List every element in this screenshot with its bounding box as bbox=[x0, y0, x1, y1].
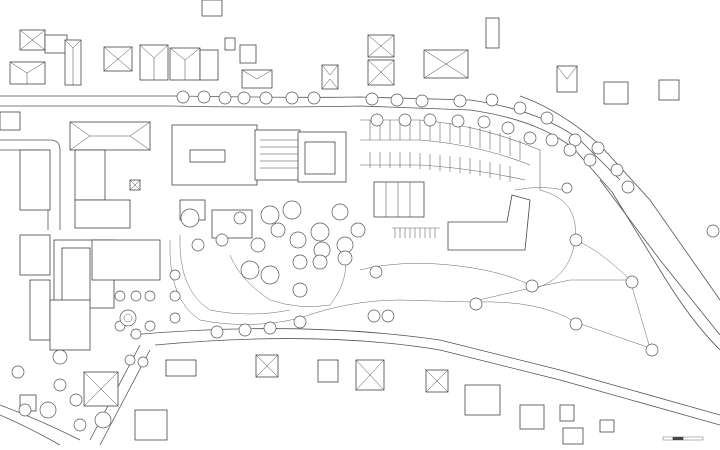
scale-bar bbox=[662, 436, 704, 441]
houses-south bbox=[19, 354, 615, 445]
east-road-edge bbox=[599, 179, 720, 336]
east-road-inner bbox=[611, 191, 720, 351]
south-road bbox=[129, 328, 720, 416]
trees bbox=[11, 90, 720, 432]
southwest-road bbox=[0, 404, 81, 441]
south-road-edge bbox=[154, 338, 720, 426]
houses-north bbox=[0, 0, 680, 131]
west-lane bbox=[0, 139, 61, 230]
southwest-road-edge bbox=[0, 414, 61, 446]
east-road bbox=[519, 95, 720, 301]
north-road bbox=[0, 95, 621, 181]
north-road-edge bbox=[0, 105, 613, 193]
fountain bbox=[123, 313, 133, 323]
campus-buildings bbox=[19, 121, 531, 351]
